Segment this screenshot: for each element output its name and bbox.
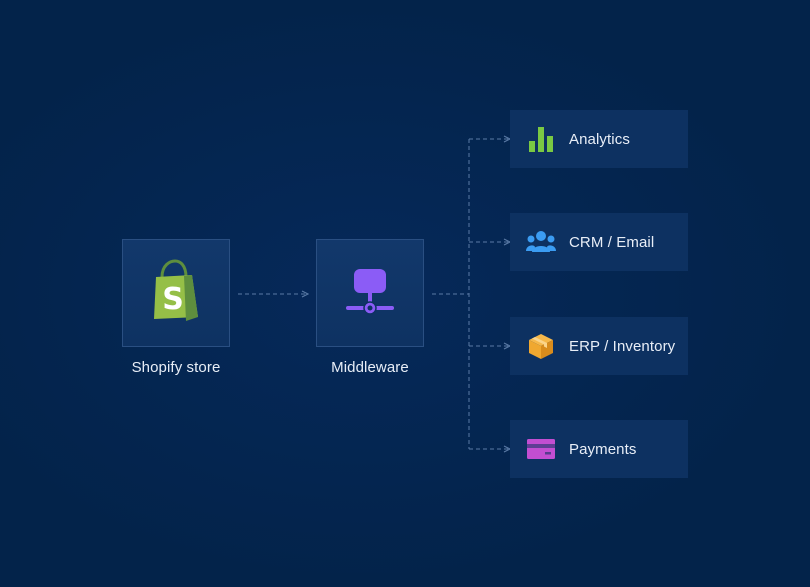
shopify-store-label: Shopify store xyxy=(131,359,221,376)
network-server-icon xyxy=(344,265,396,322)
svg-text:S: S xyxy=(162,282,184,317)
middleware-node[interactable] xyxy=(316,239,424,347)
users-group-icon xyxy=(526,227,556,257)
package-box-icon xyxy=(526,331,556,361)
target-payments[interactable]: Payments xyxy=(510,420,688,478)
target-erp-inventory[interactable]: ERP / Inventory xyxy=(510,317,688,375)
bar-chart-icon xyxy=(526,124,556,154)
shopify-store-node[interactable]: S xyxy=(122,239,230,347)
target-analytics-label: Analytics xyxy=(569,130,630,148)
shopify-bag-icon: S xyxy=(148,258,204,328)
target-analytics[interactable]: Analytics xyxy=(510,110,688,168)
middleware-label: Middleware xyxy=(331,359,409,376)
target-crm-email-label: CRM / Email xyxy=(569,233,655,251)
target-erp-inventory-label: ERP / Inventory xyxy=(569,337,676,355)
target-payments-label: Payments xyxy=(569,440,637,458)
credit-card-icon xyxy=(526,434,556,464)
target-crm-email[interactable]: CRM / Email xyxy=(510,213,688,271)
